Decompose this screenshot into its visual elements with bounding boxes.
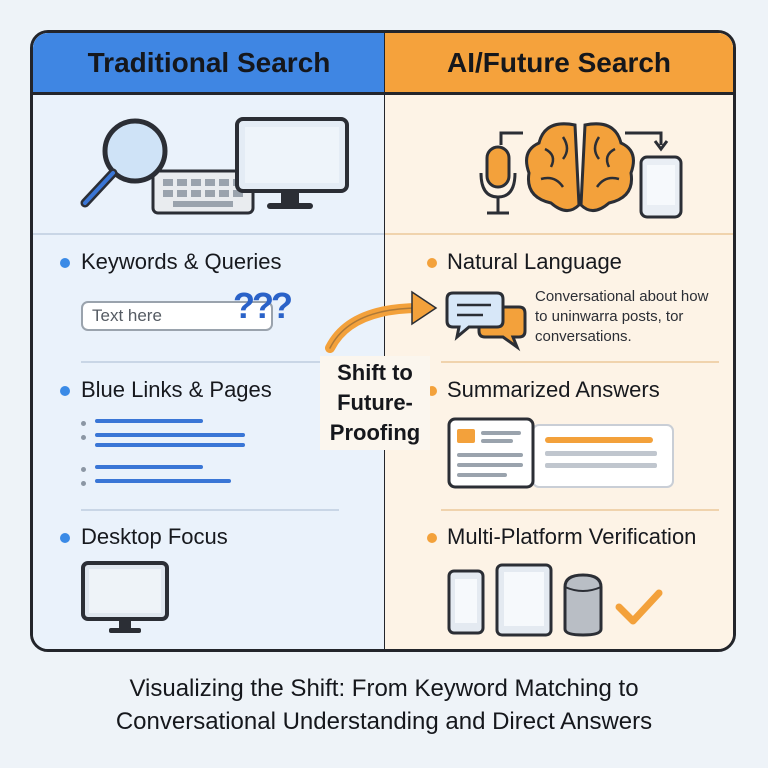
section-divider (385, 233, 733, 235)
shift-line-2: Future- (337, 390, 413, 415)
caption-line-1: Visualizing the Shift: From Keyword Matc… (129, 675, 639, 702)
traditional-search-title: Traditional Search (33, 33, 385, 95)
search-input[interactable]: Text here (81, 301, 273, 331)
section-divider (441, 361, 719, 363)
conversation-text: Conversational about how to uninwarra po… (535, 288, 709, 345)
item-summarized-answers: Summarized Answers (447, 377, 660, 402)
item-natural-language: Natural Language (447, 249, 622, 274)
magnifier-keyboard-monitor-icon (80, 117, 349, 215)
devices-check-icon (447, 563, 663, 637)
item-multi-platform-verification: Multi-Platform Verification (447, 524, 697, 549)
comparison-panel: Traditional Search Keywords & Queries Te… (30, 30, 736, 652)
result-link[interactable] (95, 433, 245, 437)
ai-future-search-column: AI/Future Search Natural Language Con (385, 33, 733, 649)
bullet-dot (427, 386, 437, 396)
bullet-dot (427, 533, 437, 543)
item-desktop-focus: Desktop Focus (81, 524, 228, 549)
result-dot (81, 481, 86, 486)
bullet-dot (60, 258, 70, 268)
ai-future-search-title: AI/Future Search (385, 33, 733, 95)
bullet-dot (427, 258, 437, 268)
result-link[interactable] (95, 479, 231, 483)
question-marks: ??? (233, 285, 293, 326)
item-blue-links-pages: Blue Links & Pages (81, 377, 272, 402)
caption-line-2: Conversational Understanding and Direct … (115, 708, 653, 735)
result-dot (81, 467, 86, 472)
section-divider (81, 509, 339, 511)
result-link[interactable] (95, 465, 203, 469)
caption: Visualizing the Shift: From Keyword Matc… (0, 672, 768, 738)
section-divider (441, 509, 719, 511)
bullet-dot (60, 533, 70, 543)
shift-label: Shift to Future- Proofing (320, 356, 430, 450)
section-divider (33, 233, 385, 235)
shift-line-1: Shift to (337, 360, 413, 385)
section-divider (81, 361, 339, 363)
bullet-dot (60, 386, 70, 396)
result-link[interactable] (95, 419, 203, 423)
result-link[interactable] (95, 443, 245, 447)
item-keywords-queries: Keywords & Queries (81, 249, 282, 274)
result-dot (81, 435, 86, 440)
chat-bubbles-icon (445, 291, 527, 352)
shift-line-3: Proofing (329, 420, 421, 445)
curved-arrow-icon (325, 290, 438, 353)
result-dot (81, 421, 86, 426)
summary-card-icon (447, 417, 674, 489)
microphone-brain-phone-icon (479, 122, 683, 219)
traditional-search-column: Traditional Search Keywords & Queries Te… (33, 33, 385, 649)
desktop-monitor-icon (81, 561, 169, 633)
